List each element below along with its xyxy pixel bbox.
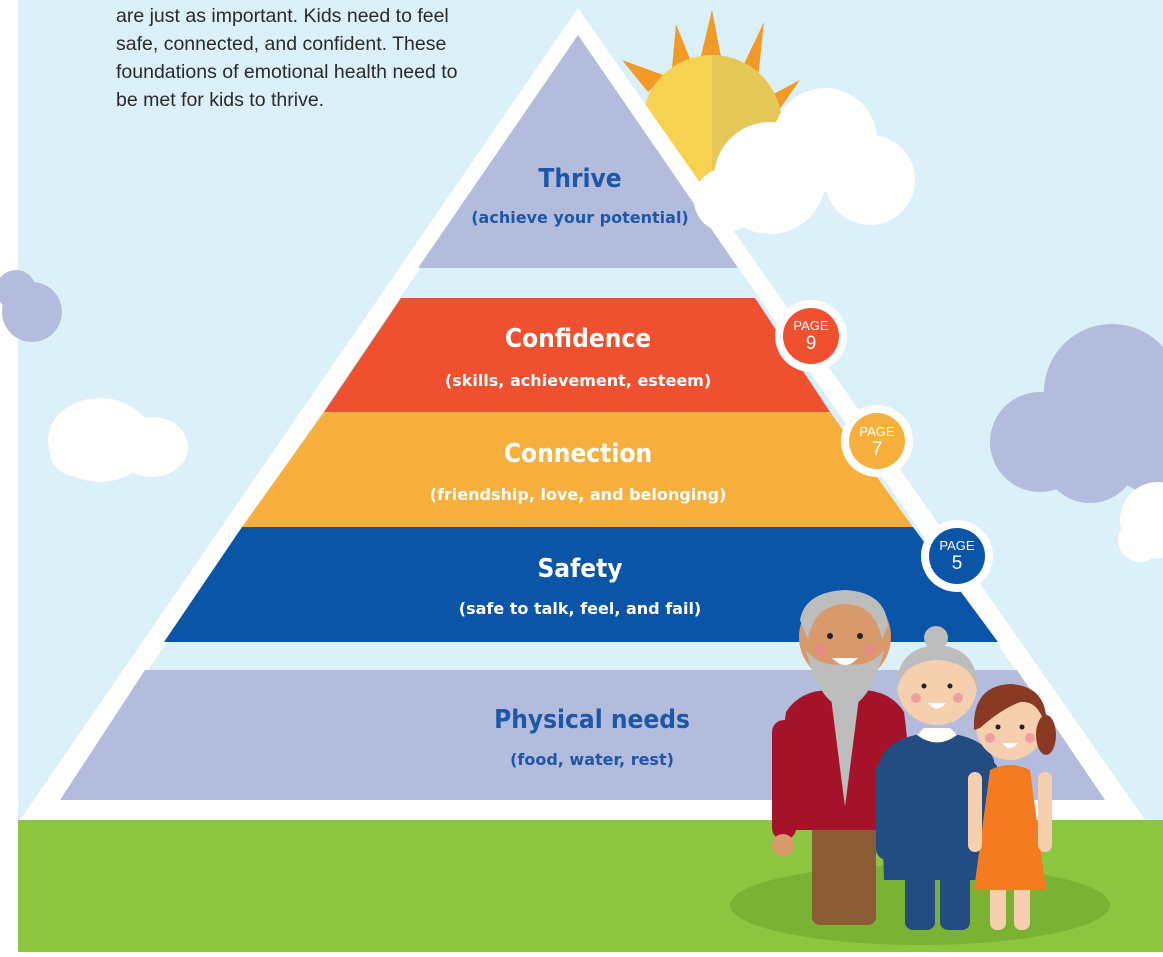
intro-paragraph: are just as important. Kids need to feel…	[116, 5, 458, 111]
page-badge-word: PAGE	[859, 424, 894, 439]
page-badge-number: 5	[952, 553, 963, 574]
tier-subtitle-thrive: (achieve your potential)	[471, 208, 689, 227]
cloud-icon	[1118, 482, 1163, 562]
cloud-icon	[48, 398, 188, 482]
tier-confidence	[324, 298, 830, 412]
tier-subtitle-physical-needs: (food, water, rest)	[510, 750, 674, 769]
page-badge-word: PAGE	[939, 538, 974, 553]
page-badge-9[interactable]: PAGE 9	[775, 300, 847, 372]
cloud-icon	[0, 270, 62, 342]
page-badge-word: PAGE	[793, 318, 828, 333]
tier-thrive	[418, 35, 738, 268]
page-badge-7[interactable]: PAGE 7	[841, 405, 913, 477]
tier-title-physical-needs: Physical needs	[494, 705, 690, 735]
tier-subtitle-connection: (friendship, love, and belonging)	[430, 485, 727, 504]
tier-title-connection: Connection	[504, 439, 652, 469]
tier-title-thrive: Thrive	[538, 164, 621, 194]
grandfather-figure	[772, 590, 908, 925]
grandmother-figure	[876, 626, 998, 930]
tier-subtitle-confidence: (skills, achievement, esteem)	[445, 371, 711, 390]
cloud-icon	[990, 324, 1163, 503]
page-badge-5[interactable]: PAGE 5	[921, 520, 993, 592]
tier-title-confidence: Confidence	[505, 324, 651, 354]
cloud-icon	[694, 88, 915, 234]
tier-title-safety: Safety	[537, 554, 622, 584]
page-badge-number: 7	[872, 439, 883, 460]
tier-safety	[164, 527, 998, 642]
girl-figure	[968, 684, 1056, 930]
page-badge-number: 9	[806, 333, 817, 354]
tier-connection	[242, 412, 913, 527]
tier-subtitle-safety: (safe to talk, feel, and fail)	[459, 599, 702, 618]
